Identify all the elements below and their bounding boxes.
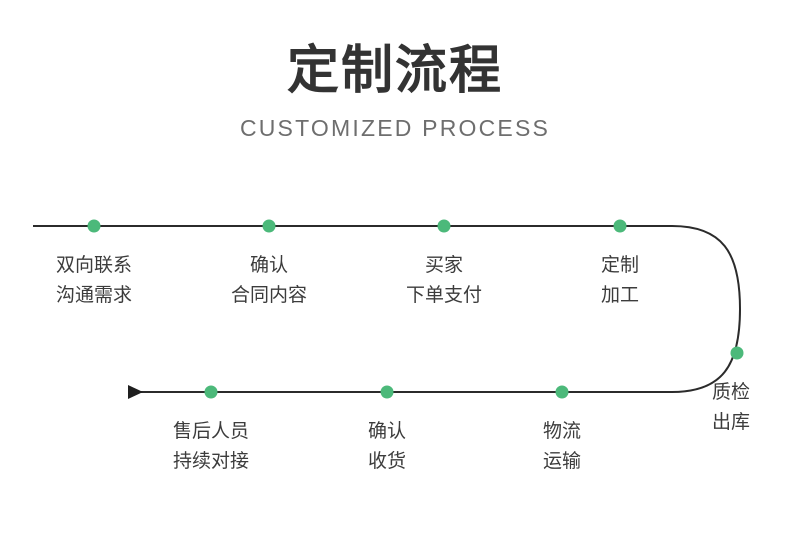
flow-node-dot-5[interactable] [730,346,744,360]
flow-step-4-line1: 定制 [600,255,640,276]
flow-step-label-3: 买家 下单支付 [406,251,482,311]
flow-step-2-line2: 合同内容 [230,285,308,306]
flow-node-dot-8[interactable] [204,385,218,399]
flow-node-dot-1[interactable] [87,219,101,233]
flow-line-uturn [671,225,742,393]
flow-step-label-4: 定制 加工 [601,251,639,311]
flow-step-4-line2: 加工 [600,285,640,306]
flow-step-3-line2: 下单支付 [405,285,483,306]
flow-step-label-8: 售后人员 持续对接 [173,417,249,477]
page-subtitle: CUSTOMIZED PROCESS [239,115,551,141]
flow-step-label-7: 确认 收货 [368,417,406,477]
flow-node-dot-2[interactable] [262,219,276,233]
flow-step-label-5: 质检 出库 [712,378,750,438]
flow-step-8-line2: 持续对接 [172,451,250,472]
flow-step-3-line1: 买家 [424,255,464,276]
page-header: 定制流程 CUSTOMIZED PROCESS [0,0,790,142]
flow-node-dot-6[interactable] [555,385,569,399]
flow-node-dot-4[interactable] [613,219,627,233]
page-title: 定制流程 [286,42,503,100]
flow-node-dot-3[interactable] [437,219,451,233]
flow-step-5-line1: 质检 [712,382,751,403]
flow-step-label-2: 确认 合同内容 [231,251,307,311]
flow-step-label-6: 物流 运输 [543,417,581,477]
flow-step-6-line2: 运输 [542,451,582,472]
flow-step-1-line1: 双向联系 [55,255,133,276]
flow-step-8-line1: 售后人员 [172,421,250,442]
flow-step-7-line2: 收货 [367,451,407,472]
flow-step-7-line1: 确认 [367,421,407,442]
flow-step-5-line2: 出库 [712,412,751,433]
flow-step-label-1: 双向联系 沟通需求 [56,251,132,311]
flow-step-1-line2: 沟通需求 [55,285,133,306]
flow-step-2-line1: 确认 [249,255,289,276]
flow-node-dot-7[interactable] [380,385,394,399]
flow-step-6-line1: 物流 [542,421,582,442]
